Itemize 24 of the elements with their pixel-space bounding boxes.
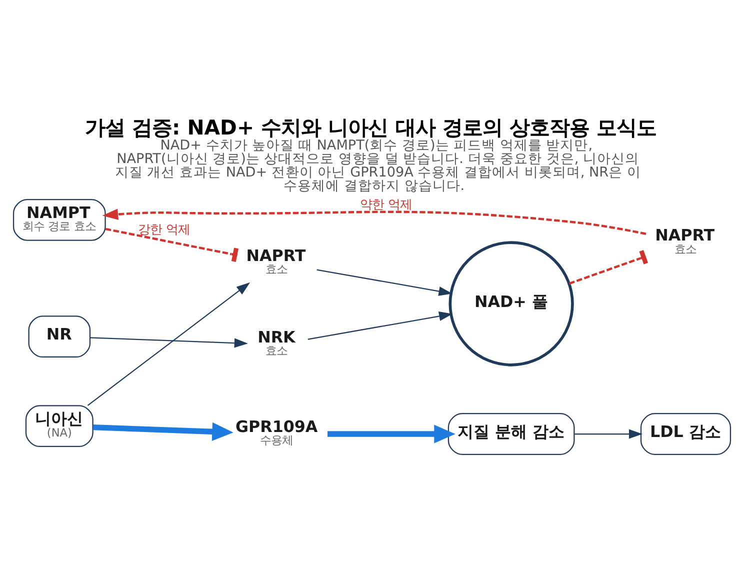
arrow — [92, 422, 233, 441]
caption: NAD+ 수치가 높아질 때 NAMPT(회수 경로)는 피드백 억제를 받지만, NAPRT(니아신 경로)는 상대적으로 영향을 덜 받습니다. 더욱 중요한 것은, 니아신의 지질 개선 효과는 NAD+ 전환이 아닌 GPR109A 수용체 결합에서 비롯되며, NR은 이 수용체에 결합하지 않습니다. — [114, 137, 640, 194]
node-text: GPR109A 수용체 — [235, 416, 318, 448]
edge-label: 약한 억제 — [360, 196, 412, 212]
node-text: NAPRT 효소 — [654, 226, 714, 256]
arrow — [86, 282, 250, 406]
diagram-title: 가설 검증: NAD+ 수치와 니아신 대사 경로의 상호작용 모식도 — [84, 115, 656, 140]
arrow — [102, 208, 646, 236]
arrow — [89, 337, 248, 348]
connector — [104, 228, 238, 262]
edge-label: 강한 억제 — [138, 221, 190, 236]
node-circle: NAD+ 풀 — [448, 241, 574, 366]
node-box: NR — [28, 316, 90, 358]
arrow — [307, 312, 452, 340]
node-box: 니아신 (NA) — [24, 405, 93, 448]
arrow — [574, 429, 642, 439]
node-box: LDL 감소 — [640, 413, 731, 455]
node-text: NAPRT 효소 — [246, 246, 306, 276]
node-text: NRK 효소 — [257, 327, 295, 358]
connector — [568, 250, 648, 285]
node-box: 지질 분해 감소 — [447, 413, 574, 455]
node-box: NAMPT 회수 경로 효소 — [12, 198, 106, 241]
arrow — [327, 424, 455, 444]
arrow — [316, 269, 452, 296]
